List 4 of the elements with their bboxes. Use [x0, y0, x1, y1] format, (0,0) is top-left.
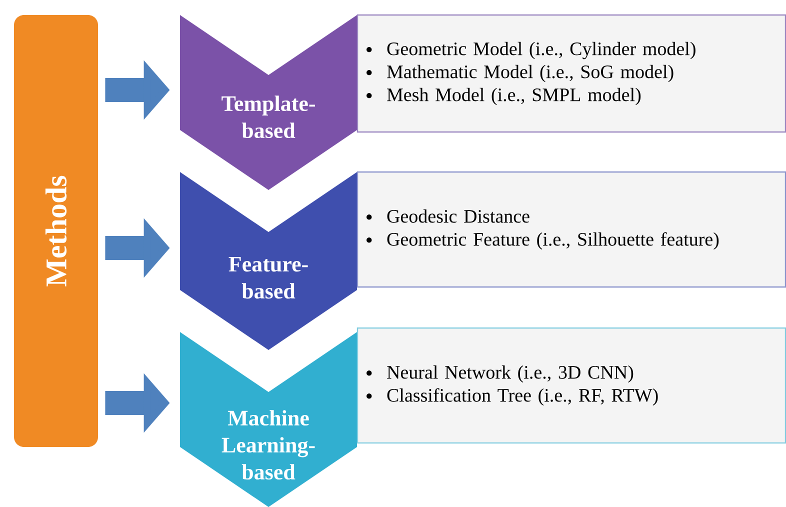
methods-bar: Methods	[14, 15, 98, 447]
bullet-list-box: Neural Network (i.e., 3D CNN) Classification Tree (i.e., RF, RTW)	[356, 327, 786, 444]
bullet-list-box: Geodesic Distance Geometric Feature (i.e., Silhouette feature)	[356, 171, 786, 288]
bullet-list-box: Geometric Model (i.e., Cylinder model) Mathematic Model (i.e., SoG model) Mesh Model (i.e., SMPL model)	[356, 14, 786, 133]
